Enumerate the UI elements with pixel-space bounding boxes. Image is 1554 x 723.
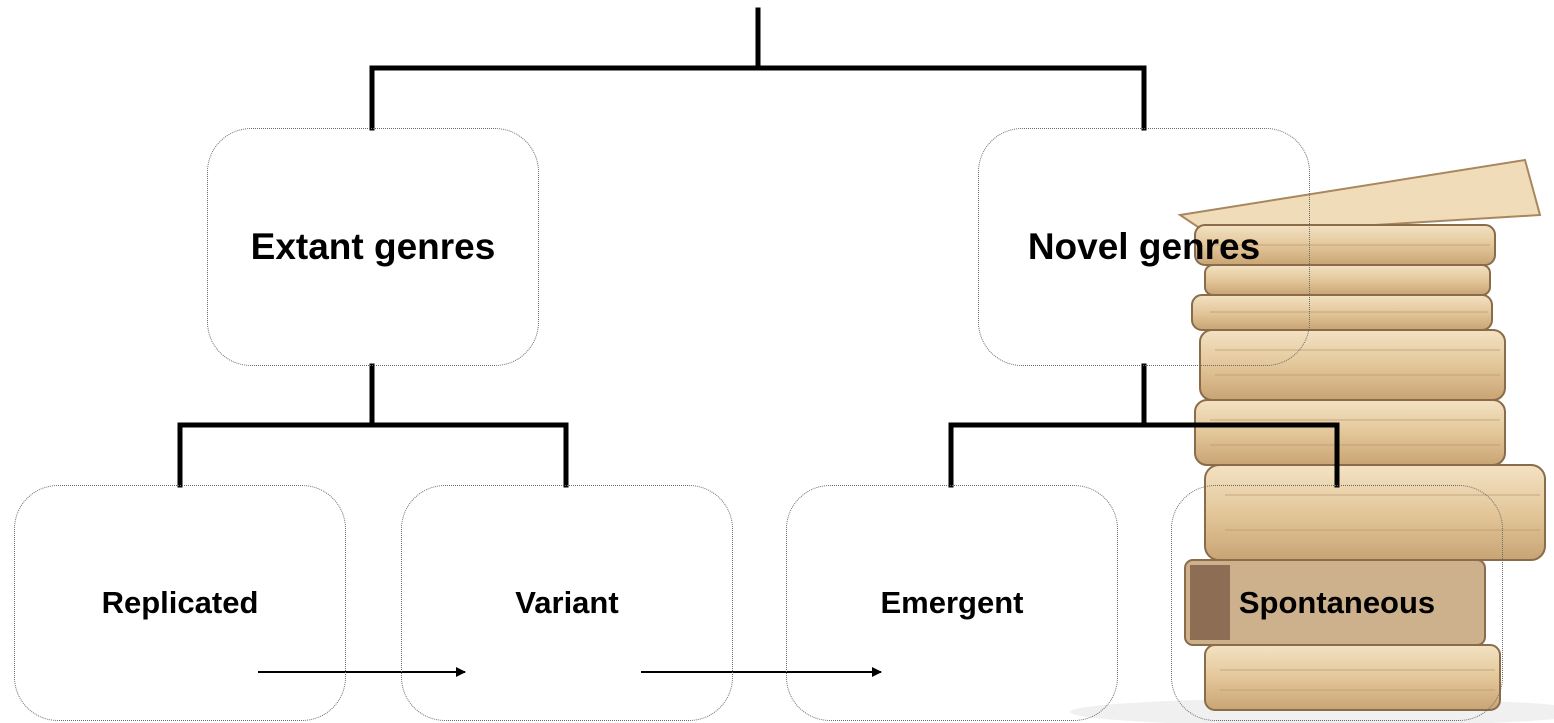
emergent-node: Emergent	[786, 485, 1118, 721]
spontaneous-label: Spontaneous	[1238, 585, 1436, 620]
variant-label: Variant	[515, 585, 619, 620]
emergent-label: Emergent	[880, 585, 1024, 620]
spontaneous-node: Spontaneous	[1171, 485, 1503, 721]
extant-genres-label: Extant genres	[250, 226, 496, 267]
novel-genres-label: Novel genres	[1027, 226, 1261, 267]
novel-genres-node: Novel genres	[978, 128, 1310, 366]
replicated-node: Replicated	[14, 485, 346, 721]
replicated-label: Replicated	[101, 585, 259, 620]
extant-genres-node: Extant genres	[207, 128, 539, 366]
variant-node: Variant	[401, 485, 733, 721]
